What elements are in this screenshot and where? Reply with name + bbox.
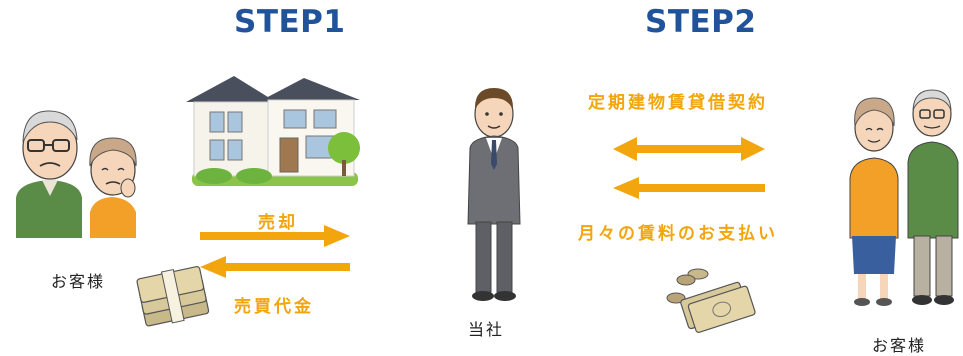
customer-label-step2: お客様: [872, 336, 927, 355]
customer-label-step1: お客様: [51, 272, 106, 291]
arrow-left-rent-icon: [613, 177, 765, 199]
house-illustration: [186, 76, 360, 186]
step1-title: STEP1: [234, 4, 346, 40]
lease-contract-label: 定期建物賃貸借契約: [588, 93, 768, 113]
company-businessman-illustration: [467, 88, 521, 301]
sell-label: 売却: [258, 213, 298, 233]
company-label: 当社: [468, 320, 505, 339]
step2-title: STEP2: [645, 4, 757, 40]
arrow-right-icon: [200, 225, 350, 247]
money-bundle-icon: [136, 266, 210, 327]
proceeds-label: 売買代金: [234, 297, 314, 317]
double-arrow-icon: [613, 137, 765, 161]
elderly-couple-right-illustration: [849, 89, 959, 306]
arrow-left-icon: [200, 256, 350, 278]
elderly-couple-left-illustration: [16, 110, 137, 238]
monthly-rent-label: 月々の賃料のお支払い: [578, 224, 778, 244]
cash-and-coins-icon: [666, 268, 756, 333]
